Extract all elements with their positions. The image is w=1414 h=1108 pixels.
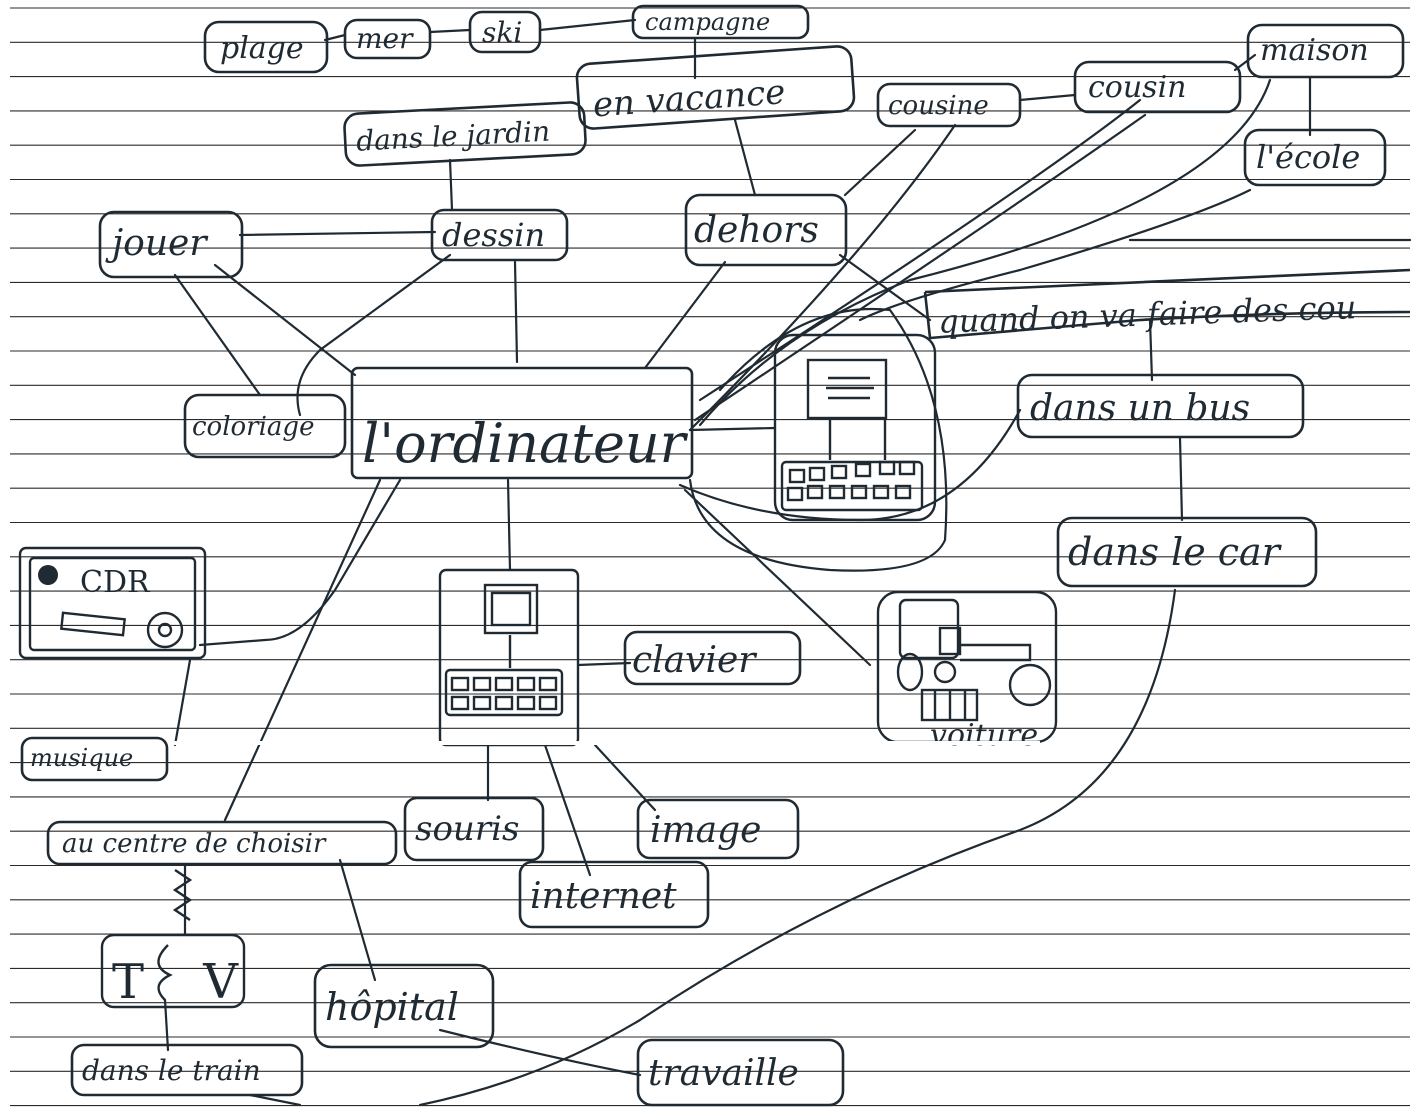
cd-player-label: CDR: [80, 565, 151, 600]
keyboard-key: [472, 695, 492, 711]
node-travaille-label: travaille: [648, 1053, 799, 1094]
keyboard-key: [472, 676, 492, 692]
node-plage-label: plage: [220, 31, 304, 66]
node-campagne-label: campagne: [645, 8, 770, 36]
node-jouer: jouer: [98, 210, 244, 279]
computer-sketch-icon: [438, 568, 580, 747]
node-centre-de-choisir: au centre de choisir: [46, 820, 398, 866]
node-dehors: dehors: [684, 193, 848, 267]
laptop-key: [872, 484, 890, 500]
cd-player-sketch-icon: CDR: [18, 546, 207, 660]
node-mer: mer: [343, 18, 432, 60]
node-dans-un-bus-label: dans un bus: [1030, 388, 1250, 429]
node-ecole-label: l'école: [1256, 138, 1360, 176]
node-dans-le-car: dans le car: [1056, 516, 1318, 588]
node-voiture-label: voiture: [930, 718, 1038, 753]
node-cousine: cousine: [876, 82, 1022, 128]
node-maison: maison: [1246, 23, 1405, 79]
keyboard-key: [450, 676, 470, 692]
node-ski: ski: [468, 10, 542, 54]
node-dans-un-bus: dans un bus: [1016, 373, 1305, 439]
node-clavier: clavier: [623, 630, 802, 686]
laptop-key: [878, 460, 896, 476]
laptop-key: [788, 468, 806, 484]
keyboard-key: [516, 695, 536, 711]
keyboard-key: [494, 695, 514, 711]
tv-sketch-icon: T V: [100, 869, 260, 1010]
laptop-key: [786, 486, 804, 502]
node-ski-label: ski: [482, 16, 522, 49]
node-image: image: [636, 798, 800, 860]
node-dans-le-train: dans le train: [70, 1043, 304, 1097]
node-jouer-label: jouer: [105, 223, 208, 264]
laptop-key: [808, 466, 826, 482]
laptop-key: [828, 484, 846, 500]
keyboard-key: [538, 695, 558, 711]
mind-map-nodes: plage mer ski campagne en vacance dans l…: [20, 4, 1411, 1107]
node-coloriage: coloriage: [183, 393, 347, 459]
laptop-key: [894, 484, 912, 500]
car-sketch-icon: voiture: [876, 590, 1058, 753]
node-hopital: hôpital: [313, 963, 495, 1049]
keyboard-key: [450, 695, 470, 711]
node-coloriage-label: coloriage: [192, 412, 314, 442]
node-cousine-label: cousine: [888, 91, 989, 121]
node-musique-label: musique: [30, 744, 133, 772]
node-central-computer: l'ordinateur: [350, 366, 694, 480]
node-cousin: cousin: [1073, 60, 1242, 114]
laptop-key: [898, 460, 916, 476]
node-campagne: campagne: [631, 4, 810, 40]
connector-lines: [163, 18, 1412, 1107]
laptop-key: [850, 484, 868, 500]
node-internet: internet: [518, 860, 710, 929]
node-quand-on-va: quand on va faire des cou: [923, 268, 1411, 341]
node-plage: plage: [203, 20, 329, 74]
keyboard-key: [538, 676, 558, 692]
node-souris: souris: [403, 796, 545, 862]
node-image-label: image: [650, 810, 761, 851]
node-internet-label: internet: [530, 876, 677, 917]
laptop-key: [854, 462, 872, 478]
keyboard-key: [516, 676, 536, 692]
node-souris-label: souris: [415, 809, 519, 849]
keyboard-key: [494, 676, 514, 692]
node-dehors-label: dehors: [694, 210, 819, 251]
node-dans-le-jardin-label: dans le jardin: [355, 115, 550, 158]
node-mer-label: mer: [356, 22, 414, 55]
node-hopital-label: hôpital: [325, 985, 459, 1029]
node-dessin-label: dessin: [442, 216, 545, 254]
node-maison-label: maison: [1260, 33, 1369, 68]
node-clavier-label: clavier: [632, 640, 757, 681]
node-ecole: l'école: [1243, 128, 1387, 187]
tv-label: T V: [112, 954, 260, 1010]
node-musique: musique: [20, 736, 169, 782]
node-dans-le-car-label: dans le car: [1068, 530, 1283, 574]
scan-gap: [170, 741, 1040, 745]
node-en-vacance: en vacance: [575, 45, 856, 130]
node-dessin: dessin: [430, 208, 569, 262]
notebook-ruled-lines: [10, 7, 1410, 1107]
node-centre-de-choisir-label: au centre de choisir: [62, 829, 327, 859]
central-topic-label: l'ordinateur: [362, 412, 689, 475]
node-travaille: travaille: [636, 1038, 845, 1107]
laptop-sketch-icon: [773, 333, 937, 522]
node-dans-le-train-label: dans le train: [82, 1054, 261, 1087]
node-quand-on-va-label: quand on va faire des cou: [938, 288, 1357, 341]
laptop-key: [806, 484, 824, 500]
laptop-key: [830, 464, 848, 480]
node-cousin-label: cousin: [1088, 70, 1187, 105]
